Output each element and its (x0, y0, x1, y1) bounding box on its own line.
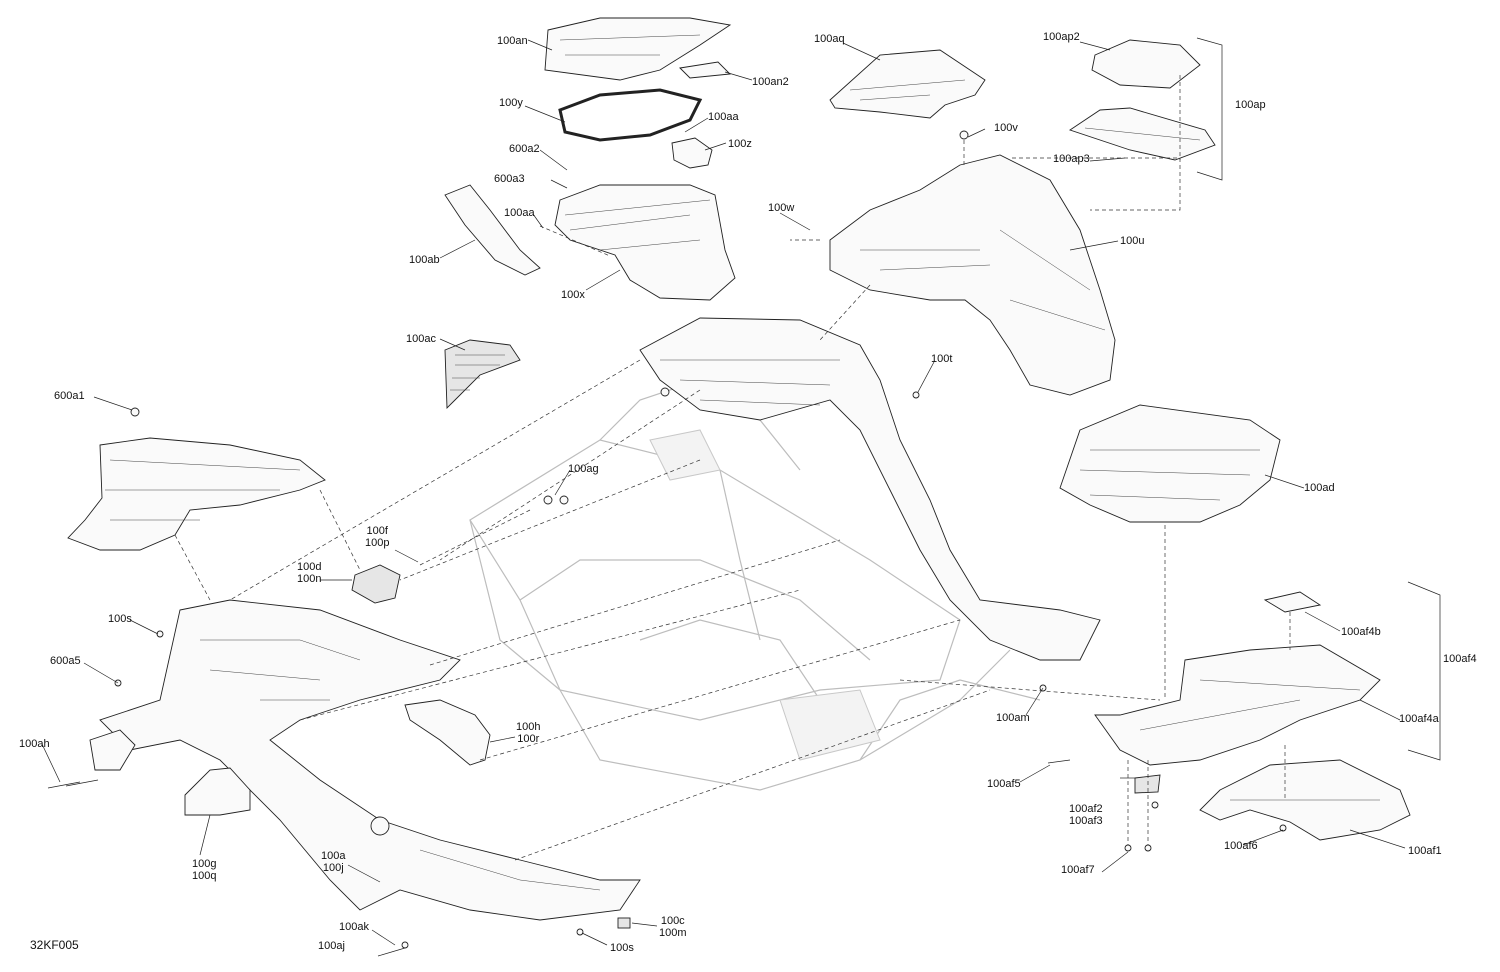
part-100af1 (1199, 759, 1411, 841)
part-100af4a (1094, 644, 1381, 766)
label-100a: 100a (321, 850, 346, 862)
label-100ag: 100ag (568, 463, 599, 475)
label-100aa-top: 100aa (708, 111, 739, 123)
label-600a3: 600a3 (494, 173, 525, 185)
label-100c: 100c (660, 915, 685, 927)
drawing-code: 32KF005 (30, 938, 79, 952)
part-100an (544, 17, 732, 81)
part-100z (671, 137, 713, 169)
front-fascia-assembly (639, 317, 1101, 661)
label-100w: 100w (768, 202, 795, 214)
label-100an2: 100an2 (752, 76, 789, 88)
label-100ap2: 100ap2 (1043, 31, 1080, 43)
label-100ak: 100ak (339, 921, 369, 933)
part-100u (829, 154, 1116, 396)
label-100am: 100am (996, 712, 1030, 724)
label-100af3: 100af3 (1069, 815, 1103, 827)
leader-lines (41, 37, 1441, 946)
label-100ah: 100ah (19, 738, 50, 750)
label-100a-100j: 100a 100j (321, 850, 345, 874)
label-100j: 100j (322, 862, 344, 874)
label-100s-left: 100s (108, 613, 132, 625)
label-100af4: 100af4 (1443, 653, 1477, 665)
label-100r: 100r (517, 733, 540, 745)
label-100af2-100af3: 100af2 100af3 (1069, 803, 1103, 827)
label-100v: 100v (994, 122, 1018, 134)
part-100h (404, 699, 491, 766)
part-100af2 (1134, 774, 1161, 794)
part-100y (558, 88, 703, 142)
label-100af4b: 100af4b (1341, 626, 1381, 638)
label-100af5: 100af5 (987, 778, 1021, 790)
label-100an: 100an (497, 35, 528, 47)
label-100ab: 100ab (409, 254, 440, 266)
label-100p: 100p (365, 537, 390, 549)
part-100ap2 (1091, 39, 1201, 89)
assembly-lines (174, 75, 1291, 861)
label-100af7: 100af7 (1061, 864, 1095, 876)
label-100g-100q: 100g 100q (192, 858, 216, 882)
label-100d: 100d (297, 561, 322, 573)
label-600a2: 600a2 (509, 143, 540, 155)
label-100m: 100m (659, 927, 687, 939)
part-100g (184, 767, 251, 816)
label-100q: 100q (192, 870, 217, 882)
label-100ac: 100ac (406, 333, 436, 345)
label-100af6: 100af6 (1224, 840, 1258, 852)
fasteners (47, 130, 1287, 957)
label-100c-100m: 100c 100m (659, 915, 687, 939)
label-100g: 100g (192, 858, 217, 870)
part-100ah (89, 729, 136, 771)
label-600a5: 600a5 (50, 655, 81, 667)
front-body-panel (99, 599, 641, 921)
label-100u: 100u (1120, 235, 1145, 247)
label-100aj: 100aj (318, 940, 345, 952)
part-100c (617, 917, 631, 929)
part-100af4b (1263, 591, 1322, 613)
label-100y: 100y (499, 97, 523, 109)
left-side-fairing (67, 437, 326, 551)
label-100af4a: 100af4a (1399, 713, 1439, 725)
label-100ad: 100ad (1304, 482, 1335, 494)
label-600a1: 600a1 (54, 390, 85, 402)
label-100h: 100h (516, 721, 541, 733)
part-100ap3 (1068, 107, 1216, 161)
label-100ap3: 100ap3 (1053, 153, 1090, 165)
label-100f-100p: 100f 100p (365, 525, 389, 549)
part-100x (554, 184, 736, 301)
part-100ac (444, 339, 521, 410)
label-100aa-mid: 100aa (504, 207, 535, 219)
part-100an2 (679, 61, 731, 79)
label-100s-bottom: 100s (610, 942, 634, 954)
label-100f: 100f (366, 525, 388, 537)
label-100x: 100x (561, 289, 585, 301)
part-100aq (829, 49, 986, 119)
label-100aq: 100aq (814, 33, 845, 45)
part-100ad (1059, 404, 1281, 523)
label-100af2: 100af2 (1069, 803, 1103, 815)
label-100n: 100n (297, 573, 322, 585)
label-100z: 100z (728, 138, 752, 150)
part-100d (351, 564, 401, 604)
label-100t: 100t (931, 353, 953, 365)
label-100h-100r: 100h 100r (516, 721, 540, 745)
label-100ap: 100ap (1235, 99, 1266, 111)
chassis-frame (469, 379, 1041, 791)
part-100ab (444, 184, 541, 276)
label-100d-100n: 100d 100n (297, 561, 321, 585)
label-100af1: 100af1 (1408, 845, 1442, 857)
